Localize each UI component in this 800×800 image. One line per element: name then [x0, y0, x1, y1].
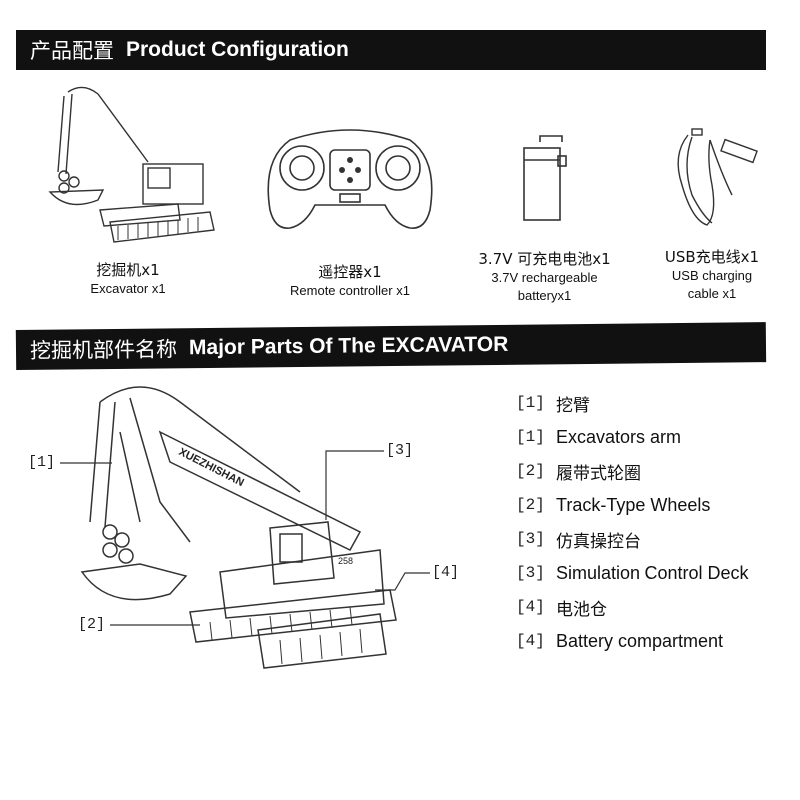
callout-4: [4]	[432, 564, 460, 581]
parts-row-2-en: [2] Track-Type Wheels	[516, 488, 786, 522]
excavator-caption-en: Excavator x1	[90, 281, 166, 296]
part-number: [3]	[516, 530, 545, 548]
usb-caption-cn: USB充电线x1	[664, 248, 760, 266]
config-item-remote: 遥控器x1 Remote controller x1	[260, 120, 440, 300]
usb-caption-en-line1: USB charging	[671, 268, 753, 283]
part-number: [1]	[516, 394, 545, 412]
excavator-caption-cn: 挖掘机x1	[96, 261, 160, 279]
part-name-cn: 电池仓	[556, 599, 607, 620]
parts-row-3-en: [3] Simulation Control Deck	[516, 556, 786, 590]
part-name-en: Excavators arm	[556, 426, 682, 447]
part-number: [2]	[516, 462, 545, 480]
parts-row-4-en: [4] Battery compartment	[516, 624, 786, 658]
excavator-model-label: 258	[338, 556, 353, 566]
part-name-en: Track-Type Wheels	[556, 494, 711, 515]
parts-row-3-cn: [3] 仿真操控台	[516, 522, 786, 556]
part-name-en: Battery compartment	[556, 630, 724, 651]
parts-row-4-cn: [4] 电池仓	[516, 590, 786, 624]
section-banner-config: 产品配置 Product Configuration	[16, 30, 766, 70]
remote-caption-cn: 遥控器x1	[318, 263, 382, 281]
battery-caption-cn: 3.7V 可充电电池x1	[478, 250, 611, 268]
usb-cable-illustration	[677, 128, 758, 226]
parts-row-1-cn: [1] 挖臂	[516, 386, 786, 420]
excavator-diagram: XUEZHISHAN 258	[80, 386, 397, 669]
part-number: [3]	[516, 564, 545, 582]
battery-caption-en-line2: batteryx1	[517, 288, 572, 303]
part-name-en-small: Control Deck	[644, 562, 749, 583]
callout-1: [1]	[28, 454, 56, 471]
remote-controller-illustration	[267, 129, 433, 229]
callout-2: [2]	[78, 616, 106, 633]
part-name-en: Simulation	[556, 562, 641, 583]
section-title-cn: 产品配置	[30, 39, 114, 63]
battery-illustration	[523, 135, 567, 221]
part-name-cn: 仿真操控台	[556, 531, 641, 552]
callout-3: [3]	[386, 442, 414, 459]
parts-row-1-en: [1] Excavators arm	[516, 420, 786, 454]
part-number: [2]	[516, 496, 545, 514]
part-name-cn: 履带式轮圈	[556, 463, 641, 484]
config-item-usb-cable: USB充电线x1 USB charging cable x1	[652, 125, 772, 303]
config-item-excavator: 挖掘机x1 Excavator x1	[28, 82, 228, 298]
part-number: [1]	[516, 428, 545, 446]
config-item-battery: 3.7V 可充电电池x1 3.7V rechargeable batteryx1	[462, 130, 627, 305]
excavator-small-illustration	[48, 86, 215, 243]
battery-caption-en-line1: 3.7V rechargeable	[491, 270, 598, 285]
part-number: [4]	[516, 632, 545, 650]
parts-list: [1] 挖臂 [1] Excavators arm [2] 履带式轮圈 [2] …	[516, 386, 786, 658]
part-number: [4]	[516, 598, 545, 616]
usb-caption-en-line2: cable x1	[687, 286, 737, 301]
part-name-cn: 挖臂	[556, 395, 590, 416]
remote-caption-en: Remote controller x1	[290, 283, 410, 298]
parts-row-2-cn: [2] 履带式轮圈	[516, 454, 786, 488]
section-title-en: Product Configuration	[126, 38, 349, 61]
